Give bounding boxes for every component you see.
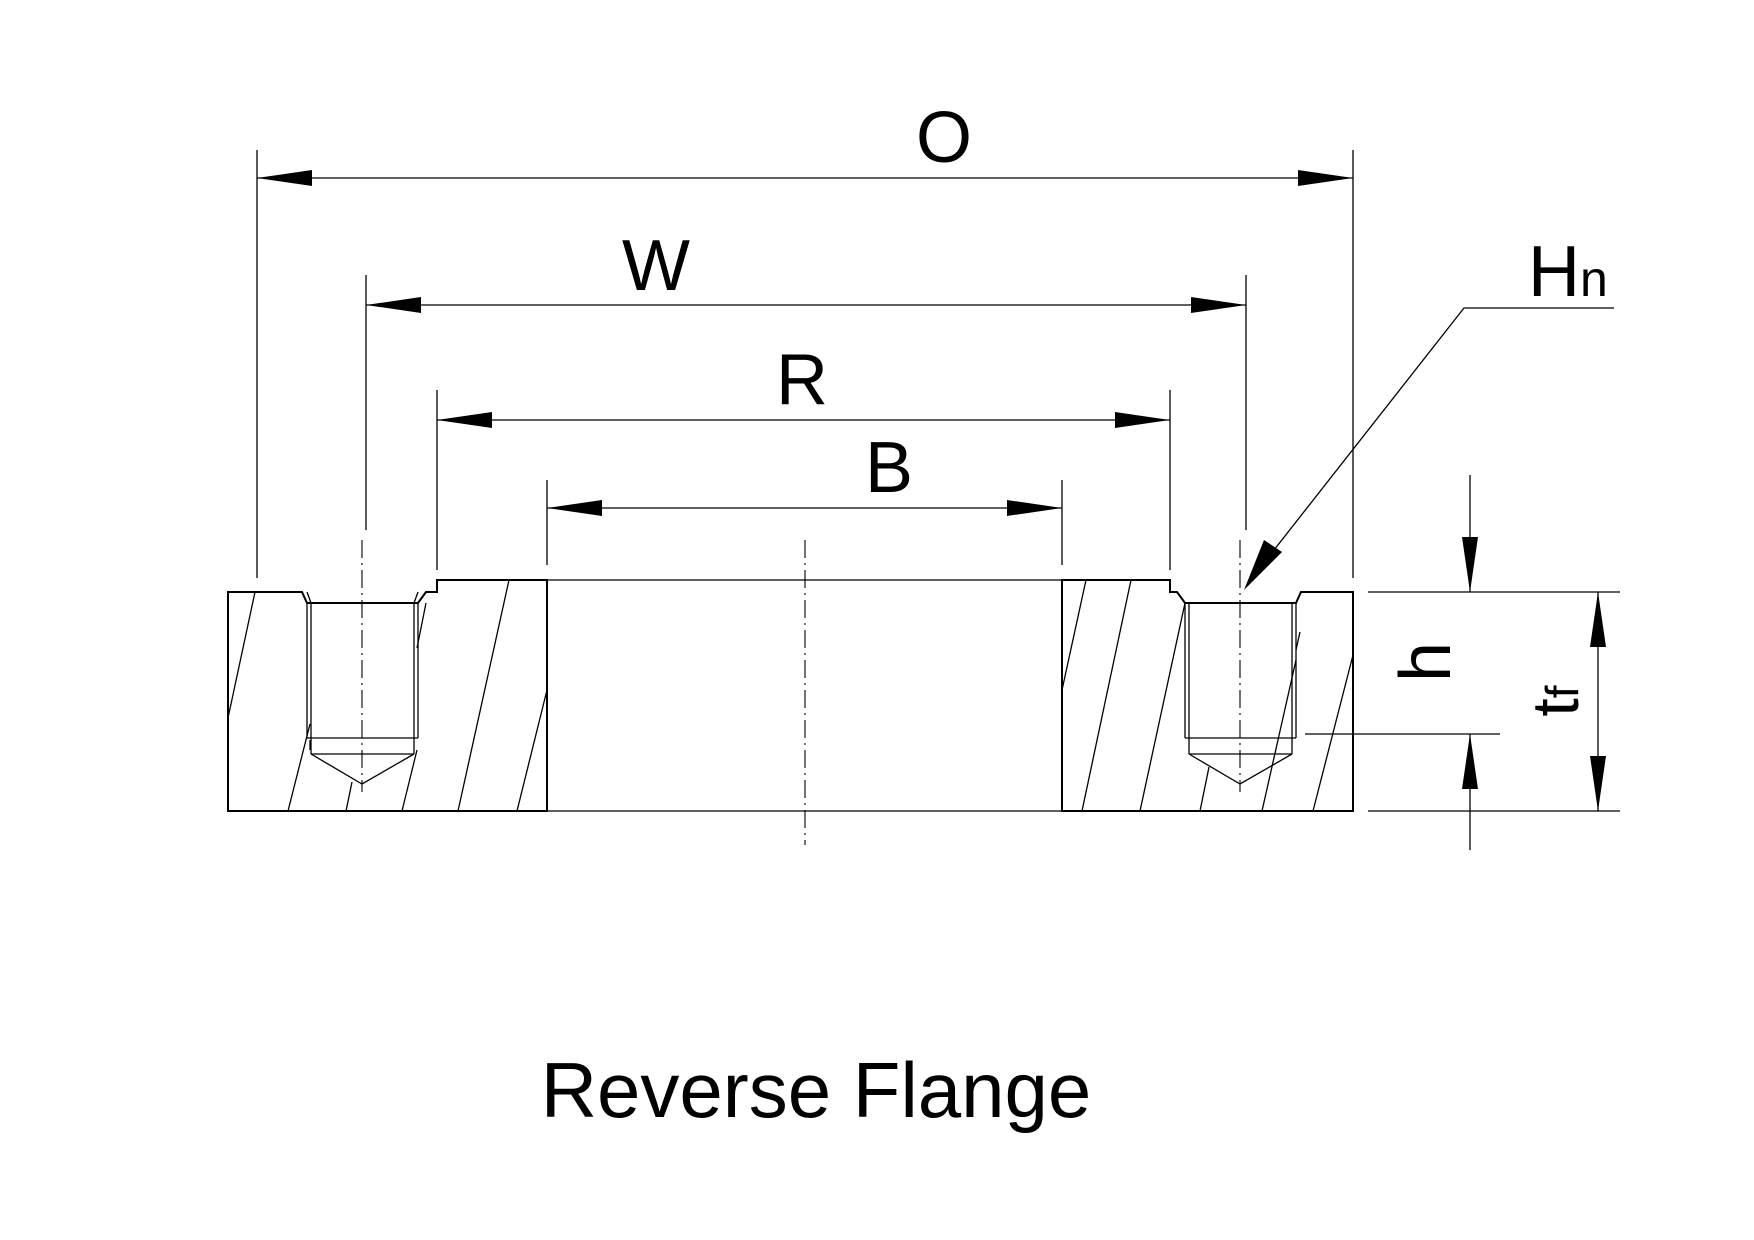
- dimension-R: [437, 412, 1170, 428]
- label-R: R: [776, 340, 828, 420]
- flange-left-outline: [227, 579, 548, 812]
- dimension-tf: [1590, 592, 1606, 811]
- flange-body: [227, 579, 1354, 812]
- dimension-O: [257, 170, 1353, 186]
- dimension-h: [1462, 475, 1478, 850]
- label-W: W: [622, 226, 690, 306]
- extension-lines: [256, 150, 1620, 812]
- label-B: B: [865, 428, 913, 508]
- drawing-title: Reverse Flange: [541, 1046, 1092, 1134]
- label-Hn-sub: n: [1580, 251, 1608, 307]
- label-tf: tf: [1518, 685, 1592, 716]
- label-tf-main: t: [1518, 698, 1592, 716]
- section-hatching: [227, 579, 1354, 812]
- dimension-W: [366, 297, 1246, 313]
- dimension-B: [547, 500, 1062, 516]
- label-O: O: [916, 98, 972, 178]
- leader-Hn: [1244, 307, 1614, 590]
- label-Hn-main: H: [1528, 232, 1580, 312]
- label-Hn: Hn: [1528, 232, 1608, 312]
- label-h: h: [1386, 642, 1466, 682]
- label-tf-sub: f: [1536, 685, 1588, 698]
